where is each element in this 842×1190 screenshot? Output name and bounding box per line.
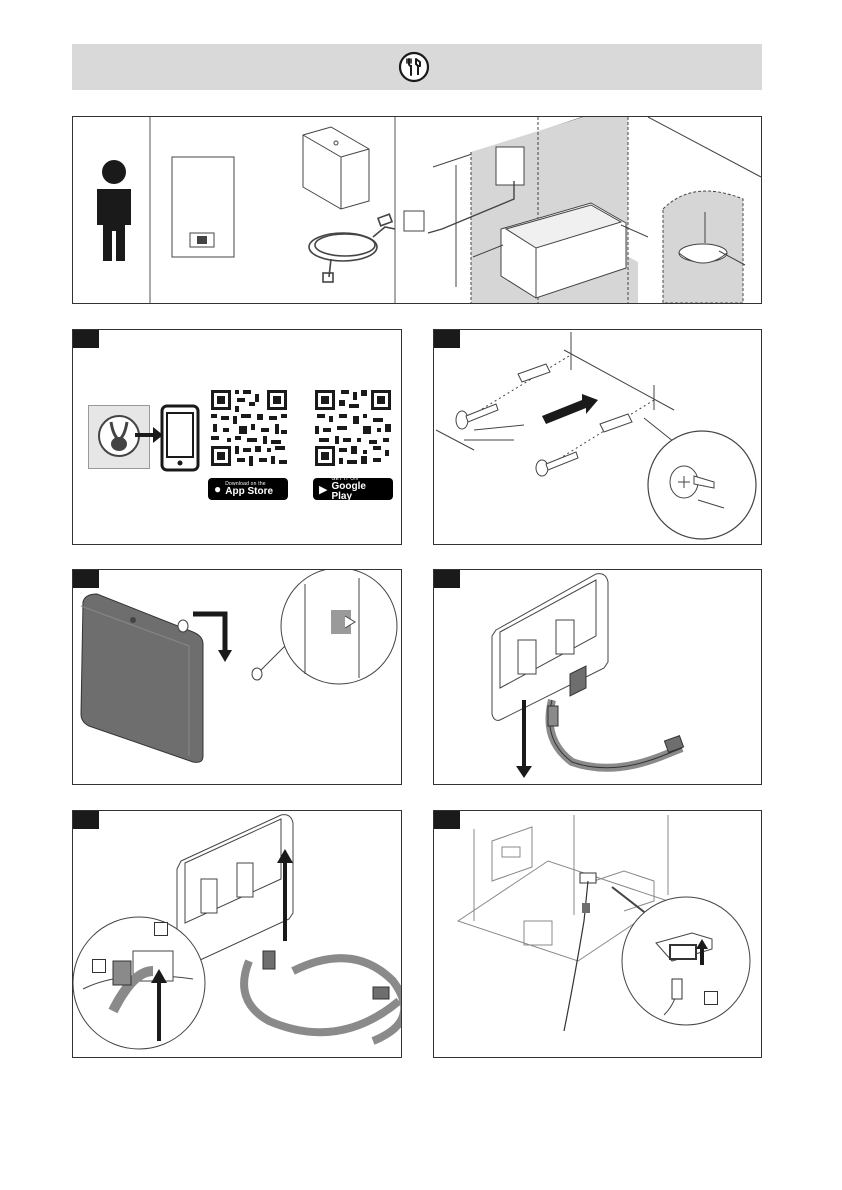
step-panel-remove-cover [72, 569, 402, 785]
callout-box-c [704, 991, 718, 1005]
tools-icon [398, 51, 430, 83]
play-icon: ▶ [319, 483, 327, 496]
google-play-badge-big: Google Play [331, 482, 387, 502]
step-number-tab [73, 330, 99, 348]
cable-illustration [309, 214, 395, 282]
manual-illustration [172, 157, 234, 257]
app-store-badge-big: App Store [225, 487, 273, 497]
bathroom-installation-scene [404, 117, 761, 303]
wall-mounting-illustration [434, 330, 761, 544]
smartphone-icon [160, 404, 200, 472]
qr-code-app-store [209, 388, 289, 468]
callout-box-b [92, 959, 106, 973]
qr-code-google-play [313, 388, 393, 468]
cover-removal-illustration [73, 570, 401, 784]
boiler-connection-illustration [434, 811, 761, 1057]
step-panel-connect-cable [72, 810, 402, 1058]
step-number-tab [434, 811, 460, 829]
overview-panel [72, 116, 762, 304]
device-illustration [303, 127, 369, 209]
callout-box-a [154, 922, 168, 936]
step-number-tab [434, 570, 460, 588]
step-number-tab [434, 330, 460, 348]
step-panel-wall-mounting [433, 329, 762, 545]
apple-icon: ● [214, 482, 221, 496]
backplate-cable-illustration [434, 570, 761, 784]
step-number-tab [73, 811, 99, 829]
installer-person-icon [97, 160, 131, 261]
step-number-tab [73, 570, 99, 588]
step-panel-cable-routing [433, 569, 762, 785]
cable-connection-illustration [73, 811, 401, 1057]
step-panel-boiler-connection [433, 810, 762, 1058]
